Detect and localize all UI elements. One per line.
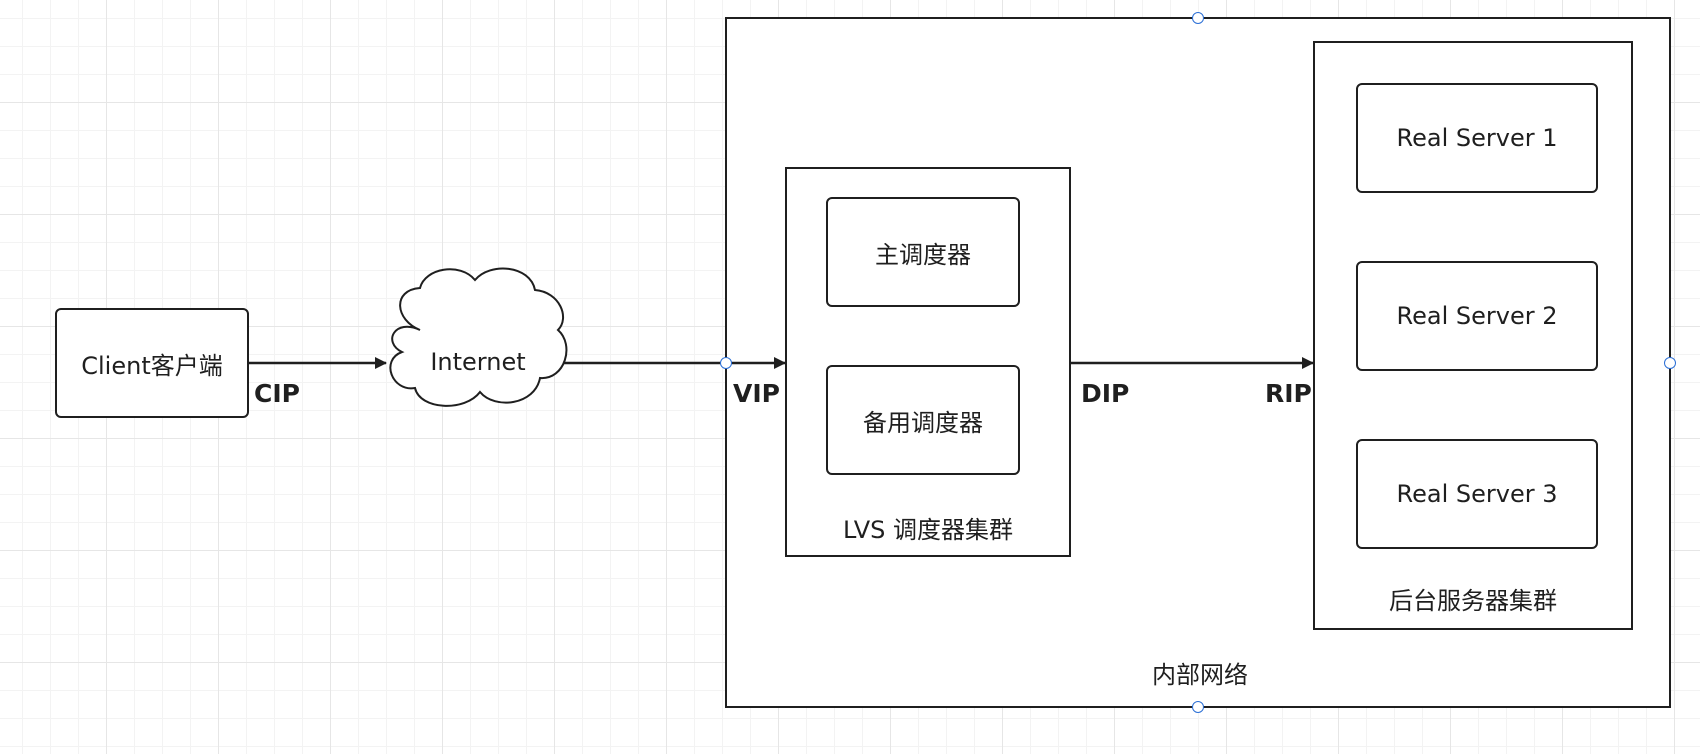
backup-scheduler-node[interactable]: 备用调度器 [826, 365, 1020, 475]
dip-label: DIP [1081, 379, 1130, 408]
primary-scheduler-node[interactable]: 主调度器 [826, 197, 1020, 307]
rip-label: RIP [1265, 379, 1312, 408]
cip-label: CIP [254, 379, 300, 408]
real-server-1-node[interactable]: Real Server 1 [1356, 83, 1598, 193]
lvs-cluster-label: LVS 调度器集群 [842, 516, 1013, 544]
backend-cluster-label: 后台服务器集群 [1389, 587, 1557, 615]
frame-handle-left[interactable] [720, 357, 732, 369]
real-server-3-node[interactable]: Real Server 3 [1356, 439, 1598, 549]
internet-cloud-shape[interactable] [389, 267, 568, 407]
client-node[interactable]: Client客户端 [55, 308, 249, 418]
vip-label: VIP [733, 379, 780, 408]
frame-handle-right[interactable] [1664, 357, 1676, 369]
frame-handle-bottom[interactable] [1192, 701, 1204, 713]
frame-handle-top[interactable] [1192, 12, 1204, 24]
real-server-2-node[interactable]: Real Server 2 [1356, 261, 1598, 371]
internet-label: Internet [430, 348, 526, 376]
internal-network-label: 内部网络 [1152, 661, 1248, 689]
